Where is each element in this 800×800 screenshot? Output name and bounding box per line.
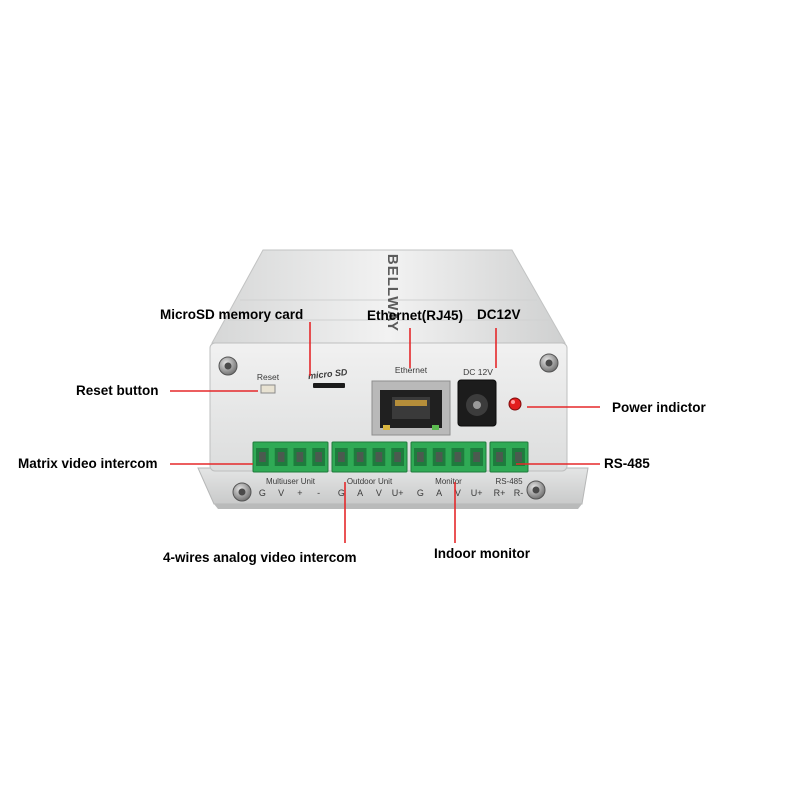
- callout-dc12v: DC12V: [477, 307, 521, 322]
- panel-label-dc: DC 12V: [463, 367, 493, 377]
- callout-matrix: Matrix video intercom: [18, 456, 158, 471]
- ethernet-led: [432, 425, 439, 430]
- terminal-group-label: Outdoor Unit: [347, 477, 393, 486]
- terminal-block[interactable]: [331, 441, 408, 473]
- terminal-screw-slot: [356, 452, 364, 462]
- terminal-screw-slot: [435, 452, 443, 462]
- terminal-pin-label: V: [376, 488, 382, 498]
- terminal-screw-slot: [315, 452, 322, 462]
- terminal-pin-label: V: [455, 488, 461, 498]
- terminal-screw-slot: [277, 452, 285, 462]
- terminal-screw-slot: [375, 452, 383, 462]
- callout-reset: Reset button: [76, 383, 159, 398]
- terminal-pin-label: G: [259, 488, 266, 498]
- screw-icon: [539, 353, 559, 373]
- terminal-pin-label: U+: [392, 488, 404, 498]
- brand-logo: BELLWAY: [384, 254, 401, 332]
- panel-label-ethernet: Ethernet: [395, 365, 428, 375]
- terminal-pin-label: V: [278, 488, 284, 498]
- terminal-screw-slot: [338, 452, 345, 462]
- terminal-pin-label: G: [338, 488, 345, 498]
- terminal-group-label: Monitor: [435, 477, 462, 486]
- power-indicator-led: [508, 397, 522, 411]
- terminal-screw-slot: [496, 452, 503, 462]
- reset-button[interactable]: [260, 384, 276, 394]
- terminal-screw-slot: [259, 452, 266, 462]
- callout-microsd: MicroSD memory card: [160, 307, 304, 322]
- terminal-pin-label: A: [436, 488, 442, 498]
- callout-4wire: 4-wires analog video intercom: [163, 550, 357, 565]
- terminal-screw-slot: [394, 452, 401, 462]
- terminal-screw-slot: [515, 452, 522, 462]
- terminal-pin-label: A: [357, 488, 363, 498]
- terminal-pin-label: U+: [471, 488, 483, 498]
- ethernet-led: [383, 425, 390, 430]
- terminal-pin-label: +: [297, 488, 302, 498]
- callout-power: Power indictor: [612, 400, 706, 415]
- screw-icon: [526, 480, 546, 500]
- leader-lines: [170, 322, 600, 543]
- terminal-block[interactable]: [252, 441, 329, 473]
- terminal-block[interactable]: [489, 441, 529, 473]
- terminal-pin-label: G: [417, 488, 424, 498]
- screw-icon: [218, 356, 238, 376]
- callout-ethernet: Ethernet(RJ45): [367, 308, 464, 323]
- terminal-pin-label: R-: [514, 488, 524, 498]
- sd-logo: micro SD: [308, 367, 349, 381]
- callout-indoor: Indoor monitor: [434, 546, 530, 561]
- terminal-group-label: Multiuser Unit: [266, 477, 316, 486]
- panel-label-reset: Reset: [257, 372, 280, 382]
- terminal-pin-label: R+: [494, 488, 506, 498]
- terminal-pin-label: -: [317, 488, 320, 498]
- terminal-screw-slot: [454, 452, 462, 462]
- callout-rs485: RS-485: [604, 456, 650, 471]
- screw-icon: [232, 482, 252, 502]
- terminal-screw-slot: [296, 452, 304, 462]
- terminal-screw-slot: [473, 452, 480, 462]
- microsd-slot[interactable]: [313, 383, 345, 388]
- terminal-block[interactable]: [410, 441, 487, 473]
- terminal-group-label: RS-485: [495, 477, 523, 486]
- terminal-screw-slot: [417, 452, 424, 462]
